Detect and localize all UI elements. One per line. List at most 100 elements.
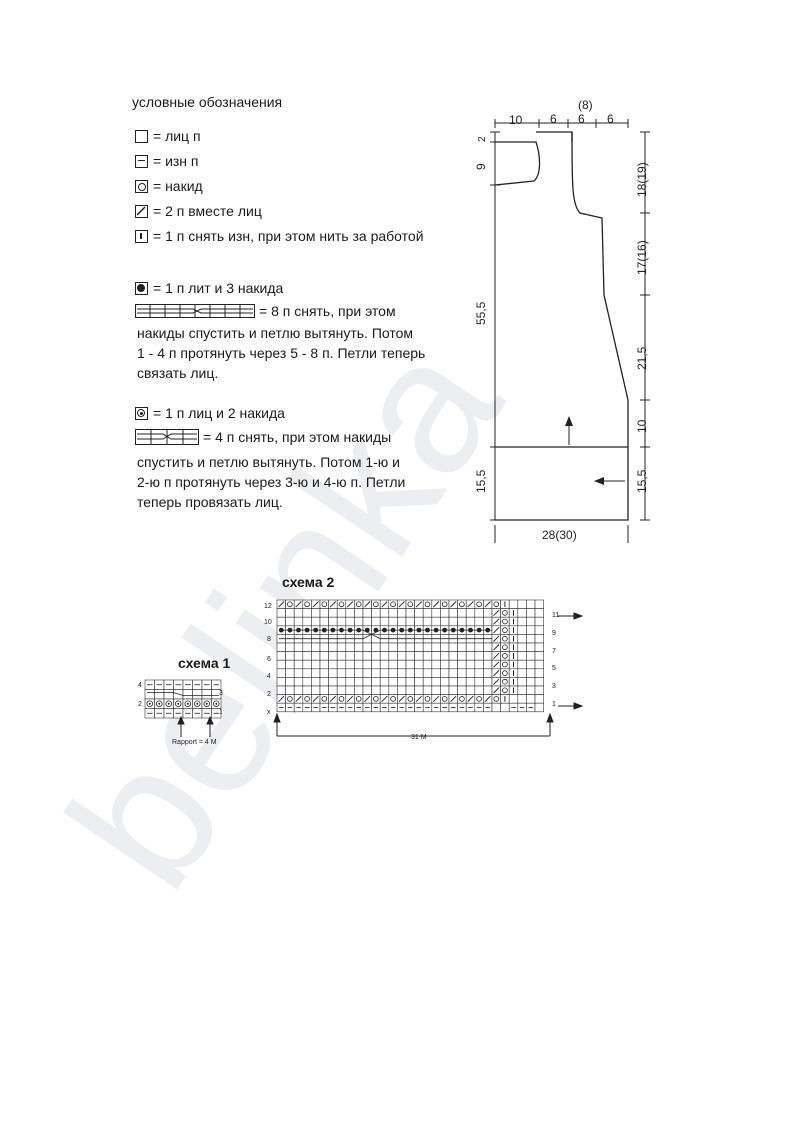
chart-cell	[474, 599, 484, 609]
chart-cell	[474, 677, 484, 687]
chart-cell	[431, 651, 441, 661]
chart-cell	[336, 659, 347, 670]
legend-text: = 1 п лит и 3 накида	[153, 280, 284, 296]
chart-cell	[440, 685, 450, 695]
chart-cell	[397, 677, 407, 687]
chart-cell	[405, 642, 415, 652]
chart-cell	[302, 694, 312, 704]
yarn-over-square-icon	[135, 179, 148, 193]
dim-right-1: 18(19)	[635, 162, 649, 197]
chart-cell	[328, 685, 338, 695]
chart-cell	[276, 659, 286, 670]
chart-cell	[457, 685, 467, 695]
chart-cell	[311, 659, 321, 670]
legend-text: накиды спустить и петлю вытянуть. Потом	[137, 325, 414, 341]
chart2-row-label: 10	[264, 619, 272, 626]
chart-cell	[336, 677, 347, 687]
chart-cell	[465, 616, 476, 627]
chart-cell	[285, 677, 295, 687]
chart-cell	[414, 608, 424, 618]
chart-cell	[319, 608, 329, 618]
chart-cell	[293, 677, 304, 687]
chart-cell	[319, 599, 329, 609]
chart-cell	[414, 651, 424, 661]
legend-item-purl: = изн п	[135, 151, 199, 171]
chart-cell	[431, 616, 441, 627]
chart-cell	[422, 642, 433, 652]
chart-cell	[311, 651, 321, 661]
chart-cell	[465, 651, 476, 661]
chart-cell	[328, 659, 338, 670]
chart-cell	[448, 659, 458, 670]
dim-top-2: 6	[550, 112, 557, 126]
chart-cell	[192, 689, 203, 700]
legend-item-slip: = 1 п снять изн, при этом нить за работо…	[135, 226, 424, 246]
chart-cell	[285, 616, 295, 627]
chart-cell	[440, 599, 450, 609]
chart-cell	[422, 651, 433, 661]
chart-cell	[517, 677, 527, 687]
chart-cell	[414, 659, 424, 670]
legend-item-cross8: = 8 п снять, при этом	[135, 301, 396, 321]
chart-cell	[154, 689, 165, 700]
chart-cell	[448, 608, 458, 618]
chart-cell	[414, 642, 424, 652]
chart-cell	[371, 668, 381, 678]
legend-text: = 4 п снять, при этом накиды	[203, 429, 392, 445]
chart-cell	[379, 659, 390, 670]
dim-top-4: 6	[578, 112, 585, 126]
chart2-row-label: 4	[267, 673, 271, 680]
chart-cell	[465, 659, 476, 670]
chart-cell	[354, 668, 364, 678]
chart-cell	[483, 651, 493, 661]
dim-right-5: 15,5	[635, 469, 649, 493]
chart-cell	[500, 702, 510, 713]
chart-cell	[414, 668, 424, 678]
cross-4-stitches-icon	[135, 429, 199, 445]
chart-cell	[431, 685, 441, 695]
chart-cell	[388, 608, 398, 618]
chart-cell	[388, 651, 398, 661]
chart-cell	[345, 685, 355, 695]
chart-cell	[328, 668, 338, 678]
chart2-row-label: 9	[552, 630, 556, 637]
chart1-row-label: 1	[219, 709, 223, 716]
double-yarn-over-square-icon	[135, 406, 148, 420]
chart-cell	[354, 685, 364, 695]
chart-cell	[500, 625, 510, 635]
chart-cell	[405, 685, 415, 695]
chart-cell	[328, 651, 338, 661]
legend-item-cross4: = 4 п снять, при этом накиды	[135, 427, 391, 447]
chart-cell	[311, 608, 321, 618]
chart-cell	[319, 616, 329, 627]
chart-cell	[397, 608, 407, 618]
chart-cell	[388, 694, 398, 704]
chart-cell	[388, 685, 398, 695]
chart-cell	[534, 685, 544, 695]
legend-text: 1 - 4 п протянуть через 5 - 8 п. Петли т…	[137, 345, 426, 361]
chart-cell	[336, 642, 347, 652]
chart-cell	[422, 659, 433, 670]
chart-cell	[276, 608, 286, 618]
chart-cell	[319, 659, 329, 670]
chart-cell	[405, 677, 415, 687]
chart-cell	[144, 689, 155, 700]
chart-cell	[440, 659, 450, 670]
chart-cell	[405, 694, 415, 704]
chart-cell	[405, 599, 415, 609]
legend-item-knit: = лиц п	[135, 126, 201, 146]
chart-cell	[517, 685, 527, 695]
chart-cell	[345, 642, 355, 652]
chart-cell	[302, 599, 312, 609]
legend-item-k2tog: = 2 п вместе лиц	[135, 201, 262, 221]
chart-cell	[448, 642, 458, 652]
chart-cell	[483, 608, 493, 618]
chart1-row-label: 3	[219, 690, 223, 697]
chart-cell	[534, 694, 544, 704]
chart-cell	[465, 677, 476, 687]
chart-cell	[336, 599, 347, 609]
chart-cell	[336, 694, 347, 704]
chart-cell	[371, 694, 381, 704]
chart-cell	[440, 651, 450, 661]
chart-cell	[362, 677, 372, 687]
